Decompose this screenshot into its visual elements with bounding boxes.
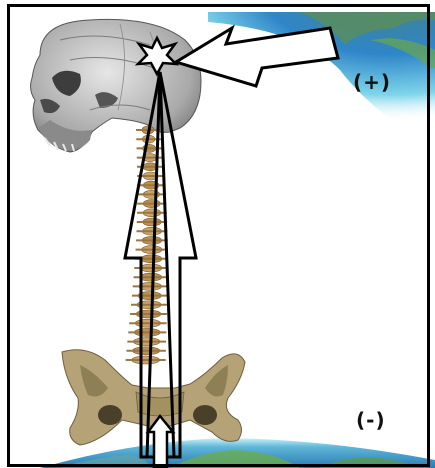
spine-image [126,126,168,364]
skull-image [31,19,201,152]
negative-label: (-) [356,408,386,432]
positive-label: (+) [353,70,391,94]
earth-bottom [40,438,435,468]
